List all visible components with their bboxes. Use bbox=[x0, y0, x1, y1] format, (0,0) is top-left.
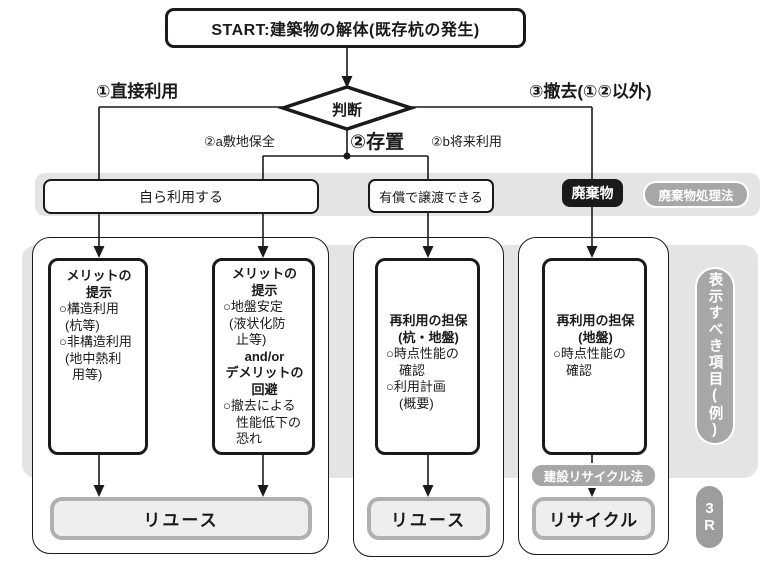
panel-line: (概要) bbox=[399, 395, 434, 411]
panel-line: ○撤去による bbox=[223, 398, 296, 413]
display-items-pill: 表示すべき項目(例) bbox=[695, 267, 735, 445]
panel-heading: (杭・地盤) bbox=[398, 329, 459, 345]
panel-line: ○時点性能の bbox=[553, 346, 626, 361]
waste-law-badge: 廃棄物処理法 bbox=[643, 181, 749, 208]
self-use-box: 自ら利用する bbox=[43, 179, 319, 214]
panel-heading: 再利用の担保 bbox=[556, 313, 635, 328]
result-reuse-middle: リユース bbox=[367, 497, 490, 540]
panel-heading: デメリットの bbox=[225, 365, 304, 380]
panel-line: ○利用計画 bbox=[386, 379, 446, 394]
panel-heading: メリットの bbox=[231, 266, 297, 281]
panel-recycle-guarantee: 再利用の担保 (地盤) ○時点性能の 確認 bbox=[542, 258, 647, 455]
three-r-bottom: R bbox=[704, 517, 715, 534]
branch-label-future-use: ②b将来利用 bbox=[431, 134, 502, 149]
waste-box: 廃棄物 bbox=[562, 179, 623, 207]
panel-heading: 回避 bbox=[251, 381, 278, 397]
panel-line: ○地盤安定 bbox=[223, 299, 283, 314]
panel-reuse-guarantee: 再利用の担保 (杭・地盤) ○時点性能の 確認 ○利用計画 (概要) bbox=[375, 258, 480, 455]
start-node: START:建築物の解体(既存杭の発生) bbox=[165, 8, 526, 48]
panel-line: ○構造利用 bbox=[59, 301, 119, 316]
panel-line: ○時点性能の bbox=[386, 346, 459, 361]
panel-line: 止等) bbox=[236, 332, 267, 347]
panel-heading: 提示 bbox=[251, 282, 278, 298]
decision-label: 判断 bbox=[331, 102, 362, 119]
panel-heading: 再利用の担保 bbox=[389, 313, 468, 328]
three-r-top: 3 bbox=[705, 500, 714, 517]
branch-label-preserve: ②存置 bbox=[350, 132, 405, 153]
panel-merit-direct-use: メリットの 提示 ○構造利用 (杭等) ○非構造利用 (地中熱利 用等) bbox=[48, 258, 148, 455]
panel-line: (地中熱利 bbox=[65, 350, 122, 366]
branch-label-direct-use: ①直接利用 bbox=[96, 82, 179, 101]
panel-line: ○非構造利用 bbox=[59, 334, 132, 349]
panel-heading: (地盤) bbox=[578, 329, 613, 345]
panel-heading: メリットの bbox=[66, 268, 132, 283]
panel-heading: 提示 bbox=[85, 284, 112, 300]
panel-line: (液状化防 bbox=[229, 315, 286, 331]
panel-line: 用等) bbox=[72, 367, 103, 382]
panel-line: (杭等) bbox=[65, 317, 100, 333]
paid-transfer-box: 有償で譲渡できる bbox=[368, 179, 494, 213]
panel-line: 確認 bbox=[399, 362, 426, 378]
three-r-pill: 3 R bbox=[696, 486, 723, 548]
panel-line: 恐れ bbox=[236, 431, 263, 446]
panel-connector-label: and/or bbox=[244, 348, 285, 364]
panel-line: 性能低下の bbox=[236, 414, 302, 430]
branch-label-removal: ③撤去(①②以外) bbox=[529, 82, 652, 101]
result-reuse-left: リユース bbox=[50, 497, 312, 540]
result-recycle: リサイクル bbox=[532, 497, 655, 540]
branch-label-site-preserve: ②a敷地保全 bbox=[204, 134, 275, 149]
panel-merit-site-preserve: メリットの 提示 ○地盤安定 (液状化防 止等) and/or デメリットの 回… bbox=[212, 258, 315, 455]
construction-recycle-law-badge: 建設リサイクル法 bbox=[530, 463, 657, 488]
panel-line: 確認 bbox=[566, 362, 593, 378]
